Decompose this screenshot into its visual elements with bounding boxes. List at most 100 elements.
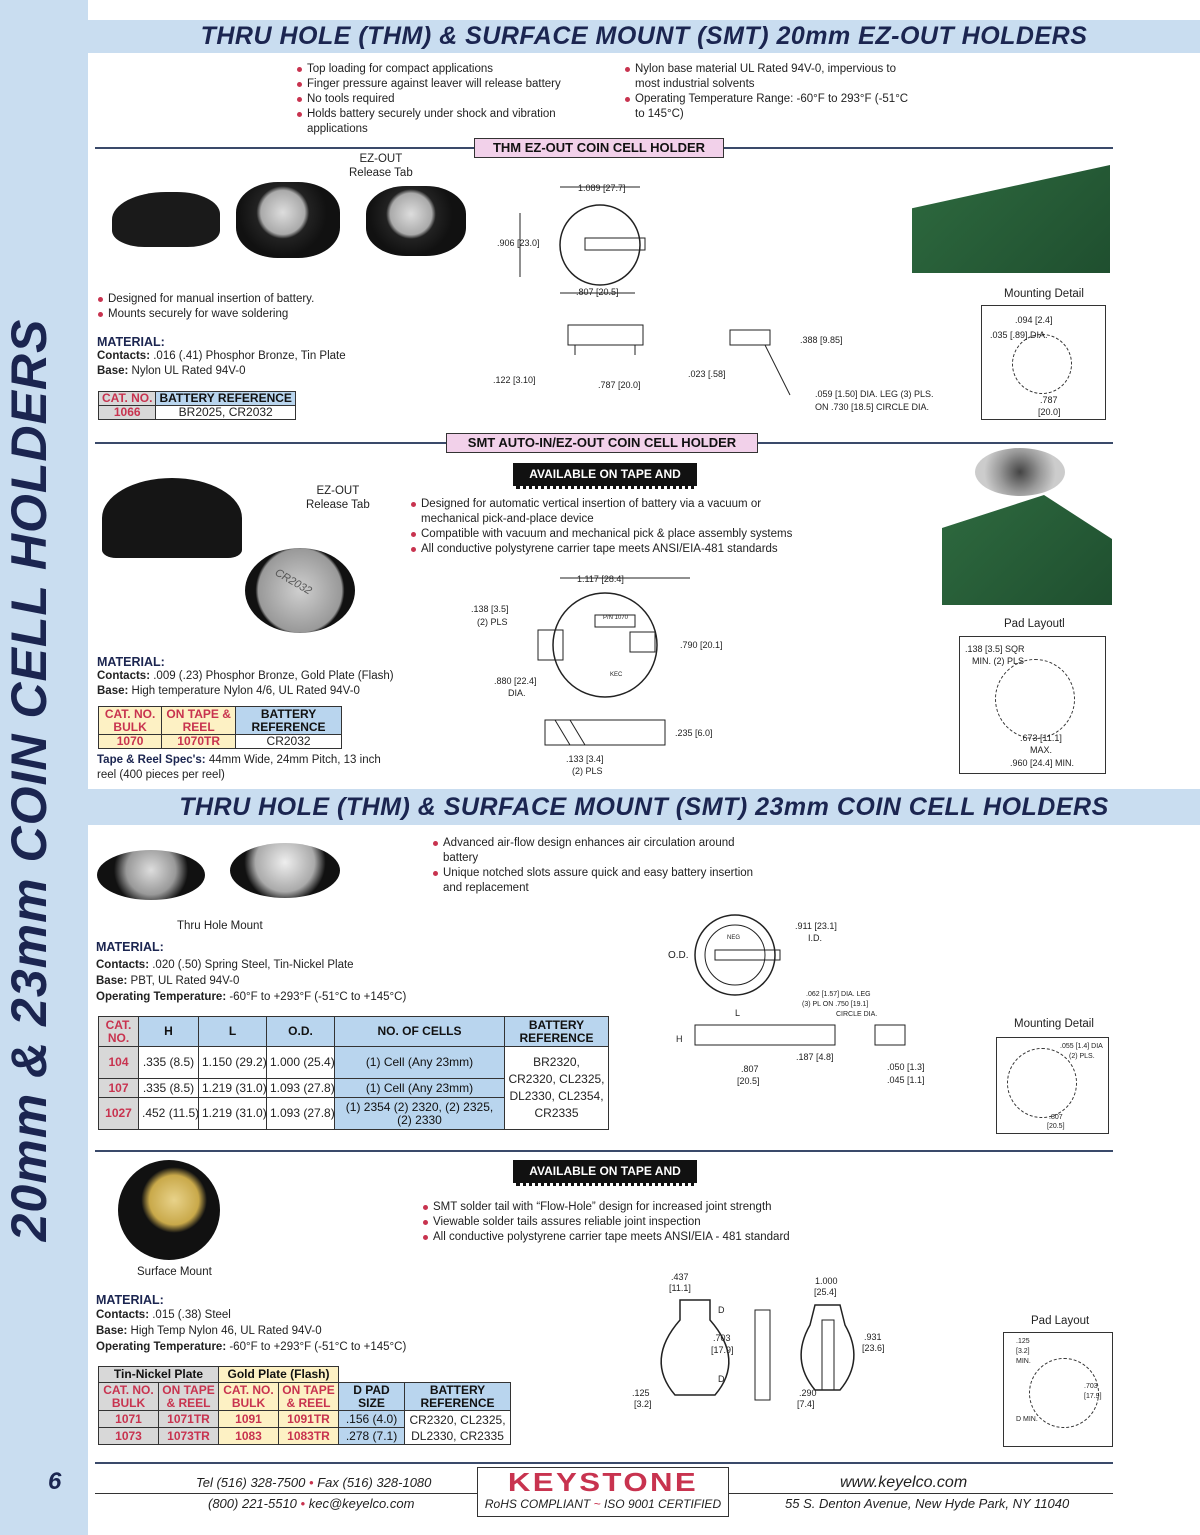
- dim-label: .388 [9.85]: [800, 335, 843, 345]
- thm23-dimension-drawing: [694, 914, 906, 1046]
- vacuum-nozzle-photo: [975, 448, 1065, 496]
- keystone-logo-box: KEYSTONE RoHS COMPLIANT ~ ISO 9001 CERTI…: [477, 1467, 729, 1517]
- thm23-bullets: Advanced air-flow design enhances air ci…: [432, 836, 762, 896]
- footer-phone-fax: Tel (516) 328-7500 • Fax (516) 328-1080: [196, 1475, 436, 1490]
- dim-label: 1.117 [28.4]: [577, 574, 624, 584]
- section-title-23mm: THRU HOLE (THM) & SURFACE MOUNT (SMT) 23…: [88, 789, 1200, 825]
- dim-label: D: [718, 1374, 725, 1384]
- bullet: All conductive polystyrene carrier tape …: [410, 542, 810, 557]
- bullet: All conductive polystyrene carrier tape …: [422, 1230, 802, 1245]
- bullet: Designed for automatic vertical insertio…: [410, 497, 810, 527]
- features-list-left: Top loading for compact applications Fin…: [296, 62, 606, 137]
- bullet: No tools required: [296, 92, 606, 107]
- bullet: SMT solder tail with “Flow-Hole” design …: [422, 1200, 802, 1215]
- mounting-detail-title: Mounting Detail: [1004, 288, 1084, 300]
- dim-label: KEC: [610, 672, 623, 678]
- dim-label: .437: [671, 1272, 689, 1282]
- dim-label: [20.5]: [737, 1076, 760, 1086]
- dim-label: .045 [1.1]: [887, 1075, 925, 1085]
- dim-label: [23.6]: [862, 1343, 885, 1353]
- dim-label: .062 [1.57] DIA. LEG: [806, 991, 871, 998]
- pad-layout-drawing: .125 [3.2] MIN. .703 [17.9] D MIN.: [1003, 1332, 1113, 1447]
- dim-label: .235 [6.0]: [675, 728, 713, 738]
- page-number: 6: [48, 1468, 62, 1495]
- dim-label: .050 [1.3]: [887, 1062, 925, 1072]
- footer-contact: (800) 221-5510 • kec@keyelco.com: [208, 1496, 415, 1511]
- dim-label: I.D.: [808, 933, 823, 943]
- holder-ejecting-photo: [366, 186, 466, 256]
- dim-label: [7.4]: [797, 1399, 815, 1409]
- bullet: Finger pressure against leaver will rele…: [296, 77, 606, 92]
- dim-label: .138 [3.5]: [471, 604, 509, 614]
- mounting-detail-drawing: .055 [1.4] DIA (2) PLS. .807 [20.5]: [996, 1037, 1109, 1134]
- surface-mount-caption: Surface Mount: [137, 1266, 212, 1278]
- mounting-detail-drawing: .094 [2.4] .035 [.89] DIA. .787 [20.0]: [981, 305, 1106, 420]
- bullet: Operating Temperature Range: -60°F to 29…: [624, 92, 914, 122]
- dim-label: (2) PLS: [477, 617, 508, 627]
- tape-reel-badge: AVAILABLE ON TAPE AND REEL: [513, 1160, 697, 1200]
- dim-label: [17.9]: [711, 1345, 734, 1355]
- pad-layout-title: Pad Layoutl: [1004, 618, 1065, 630]
- website-link[interactable]: www.keyelco.com: [836, 1473, 972, 1492]
- holder-with-battery-photo: [236, 182, 340, 258]
- smt-holder-photo: [102, 478, 242, 558]
- dim-label: L: [735, 1008, 741, 1018]
- smt-material: MATERIAL: Contacts: .009 (.23) Phosphor …: [97, 655, 394, 697]
- dim-label: .059 [1.50] DIA. LEG (3) PLS.: [815, 389, 934, 399]
- dim-label: .880 [22.4]: [494, 676, 537, 686]
- dim-label: D: [718, 1305, 725, 1315]
- dim-label: (3) PL ON .750 [19.1]: [802, 1001, 869, 1008]
- dim-label: H: [676, 1034, 683, 1044]
- tape-spec: Tape & Reel Spec's: 44mm Wide, 24mm Pitc…: [97, 754, 381, 781]
- dim-label: [3.2]: [634, 1399, 652, 1409]
- smt23-dimension-drawing: [660, 1299, 855, 1401]
- dim-label: 1.000: [815, 1276, 838, 1286]
- dim-label: DIA.: [508, 688, 526, 698]
- dim-label: .787 [20.0]: [598, 380, 641, 390]
- tape-reel-badge: AVAILABLE ON TAPE AND REEL: [513, 463, 697, 503]
- dim-label: .931: [864, 1332, 882, 1342]
- dim-label: 1.089 [27.7]: [578, 183, 626, 193]
- thm-heading: THM EZ-OUT COIN CELL HOLDER: [474, 138, 724, 158]
- mounting-detail-title: Mounting Detail: [1014, 1018, 1094, 1030]
- vertical-title: 20mm & 23mm COIN CELL HOLDERS: [1, 318, 57, 1242]
- bullet: Compatible with vacuum and mechanical pi…: [410, 527, 810, 542]
- thm23-material: MATERIAL: Contacts: .020 (.50) Spring St…: [96, 940, 407, 1003]
- dim-label: P/N 1070: [603, 615, 629, 621]
- thm-material: MATERIAL: Contacts: .016 (.41) Phosphor …: [97, 335, 346, 377]
- dim-label: .125: [632, 1388, 650, 1398]
- dim-label: .133 [3.4]: [566, 754, 604, 764]
- smt23-material: MATERIAL: Contacts: .015 (.38) Steel Bas…: [96, 1293, 407, 1353]
- dim-label: .807: [741, 1064, 759, 1074]
- email-link[interactable]: kec@keyelco.com: [308, 1496, 415, 1511]
- certifications: RoHS COMPLIANT ~ ISO 9001 CERTIFIED: [484, 1497, 722, 1511]
- smt-holder-battery-photo: CR2032: [245, 548, 355, 633]
- pcb-photo: [912, 165, 1110, 273]
- thm-23-photo: [97, 850, 205, 900]
- dim-label: .122 [3.10]: [493, 375, 536, 385]
- dim-label: CIRCLE DIA.: [836, 1011, 878, 1018]
- keystone-logo: KEYSTONE: [507, 1467, 699, 1497]
- dim-label: [25.4]: [814, 1287, 837, 1297]
- smt-pcb-photo: [942, 495, 1112, 605]
- holder-photo: [112, 192, 220, 247]
- bullet: Designed for manual insertion of battery…: [97, 292, 397, 307]
- pad-layout-drawing: .138 [3.5] SQR MIN. (2) PLS .673 [11.1] …: [959, 636, 1106, 774]
- dim-label: (2) PLS: [572, 766, 603, 776]
- thm-dimension-drawing: [519, 186, 791, 396]
- divider: [95, 1150, 1113, 1152]
- dim-label: .187 [4.8]: [796, 1052, 834, 1062]
- dim-label: [11.1]: [669, 1283, 691, 1293]
- footer-divider: [95, 1462, 1113, 1464]
- dim-label: .290: [799, 1388, 817, 1398]
- dim-label: ON .730 [18.5] CIRCLE DIA.: [815, 402, 930, 412]
- bullet: Holds battery securely under shock and v…: [296, 107, 606, 137]
- dim-label: .023 [.58]: [688, 369, 726, 379]
- bullet: Unique notched slots assure quick and ea…: [432, 866, 762, 896]
- smt-heading: SMT AUTO-IN/EZ-OUT COIN CELL HOLDER: [446, 433, 758, 453]
